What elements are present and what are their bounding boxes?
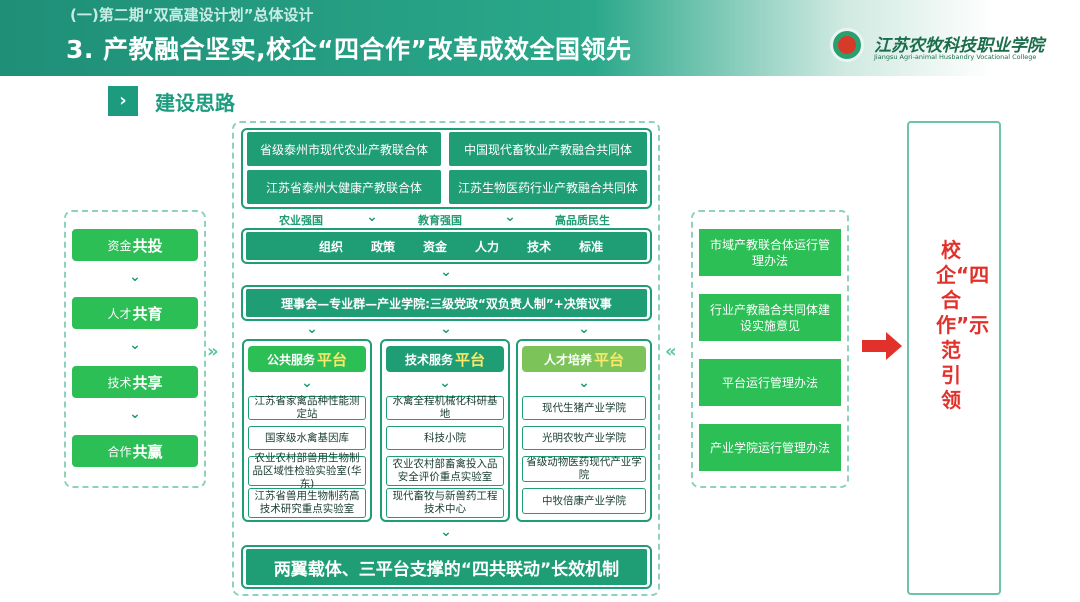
measure-box: 平台运行管理办法	[699, 359, 841, 406]
platform-item: 江苏省家禽品种性能测定站	[248, 395, 366, 420]
platform-item: 江苏省兽用生物制药高技术研究重点实验室	[248, 488, 366, 518]
pillar-funding: 资金共投	[72, 229, 198, 261]
platform-suffix: 平台	[594, 350, 625, 369]
pillar-talent: 人才共育	[72, 297, 198, 329]
chevron-down-icon: ⌄	[306, 321, 318, 337]
platform-name: 技术服务	[404, 352, 453, 367]
pillar-big: 共赢	[132, 442, 163, 461]
pillars-group	[64, 210, 206, 488]
pillar-small: 合作	[107, 444, 132, 459]
consortium-box: 江苏生物医药行业产教融合共同体	[449, 170, 647, 204]
platform-item: 中牧倍康产业学院	[522, 488, 646, 514]
chevron-down-icon: ⌄	[578, 375, 590, 391]
pillar-small: 技术	[107, 375, 132, 390]
chevron-down-icon: ⌄	[504, 209, 516, 225]
logo-name-en: Jiangsu Agri-animal Husbandry Vocational…	[874, 53, 1037, 61]
element-item: 人力	[475, 239, 500, 254]
chevron-down-icon: ⌄	[440, 321, 452, 337]
pillar-small: 资金	[107, 238, 132, 253]
result-box	[907, 121, 1001, 595]
platform-item: 现代畜牧与新兽药工程技术中心	[386, 488, 504, 518]
chevron-down-icon: ⌄	[129, 406, 141, 422]
goal-label: 农业强国	[279, 214, 323, 227]
chevron-down-icon: ⌄	[129, 269, 141, 285]
arrow-right-icon	[862, 332, 902, 360]
chevron-down-icon: ⌄	[129, 337, 141, 353]
pillar-big: 共育	[132, 304, 163, 323]
chevron-down-icon: ⌄	[439, 375, 451, 391]
measure-box: 产业学院运行管理办法	[699, 424, 841, 471]
platform-item: 农业农村部畜禽投入品安全评价重点实验室	[386, 456, 504, 486]
double-arrow-left-icon: «	[665, 341, 677, 362]
measure-box: 市域产教联合体运行管理办法	[699, 229, 841, 276]
platform-suffix: 平台	[455, 350, 486, 369]
consortium-box: 中国现代畜牧业产教融合共同体	[449, 132, 647, 166]
platform-item: 农业农村部兽用生物制品区域性检验实验室(华东)	[248, 452, 366, 490]
pillar-big: 共投	[132, 236, 163, 255]
mechanism-bar: 两翼载体、三平台支撑的“四共联动”长效机制	[246, 549, 647, 585]
consortium-box: 省级泰州市现代农业产教联合体	[247, 132, 441, 166]
element-item: 资金	[423, 239, 448, 254]
header-subtitle: (一)第二期“双高建设计划”总体设计	[70, 6, 314, 24]
platform-item: 现代生猪产业学院	[522, 396, 646, 420]
pillar-small: 人才	[107, 306, 132, 321]
center-framework	[232, 121, 660, 596]
logo-emblem-icon	[838, 36, 856, 54]
measure-box: 行业产教融合共同体建设实施意见	[699, 294, 841, 341]
measures-group	[691, 210, 849, 488]
elements-bar: 组织 政策 资金 人力 技术 标准	[246, 232, 647, 260]
pillar-tech: 技术共享	[72, 366, 198, 398]
double-arrow-right-icon: »	[207, 341, 219, 362]
platform-suffix: 平台	[317, 350, 348, 369]
chevron-down-icon: ⌄	[440, 264, 452, 280]
goal-label: 教育强国	[418, 214, 462, 227]
platform-item: 国家级水禽基因库	[248, 426, 366, 450]
platform-item: 水禽全程机械化科研基地	[386, 395, 504, 420]
pillar-big: 共享	[132, 373, 163, 392]
chevron-down-icon: ⌄	[440, 524, 452, 540]
platform-header-public: 公共服务平台	[248, 346, 366, 372]
platform-name: 人才培养	[543, 352, 592, 367]
element-item: 技术	[527, 239, 552, 254]
section-arrow-icon: ›	[108, 86, 138, 116]
result-text: 校企“四合作”示范引领	[936, 238, 990, 412]
platform-header-talent: 人才培养平台	[522, 346, 646, 372]
pillar-win: 合作共赢	[72, 435, 198, 467]
platform-item: 省级动物医药现代产业学院	[522, 456, 646, 482]
header-banner	[0, 0, 1080, 76]
element-item: 标准	[579, 239, 604, 254]
element-item: 政策	[371, 239, 396, 254]
logo-name-cn: 江苏农牧科技职业学院	[874, 36, 1044, 56]
chevron-down-icon: ⌄	[578, 321, 590, 337]
governance-bar: 理事会—专业群—产业学院:三级党政“双负责人制”+决策议事	[246, 289, 647, 317]
platform-item: 科技小院	[386, 426, 504, 450]
chevron-down-icon: ⌄	[366, 209, 378, 225]
goal-label: 高品质民生	[555, 214, 610, 227]
page-title: 3. 产教融合坚实,校企“四合作”改革成效全国领先	[66, 35, 632, 64]
section-title: 建设思路	[155, 91, 235, 115]
platform-name: 公共服务	[266, 352, 315, 367]
platform-item: 光明农牧产业学院	[522, 426, 646, 450]
element-item: 组织	[319, 239, 344, 254]
platform-header-tech: 技术服务平台	[386, 346, 504, 372]
chevron-down-icon: ⌄	[301, 375, 313, 391]
consortium-box: 江苏省泰州大健康产教联合体	[247, 170, 441, 204]
